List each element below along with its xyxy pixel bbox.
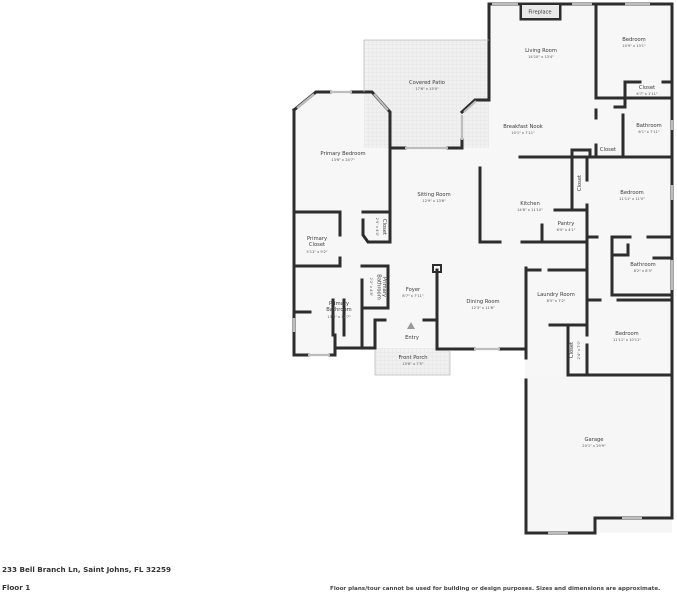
dim-dining-room: 12'3" x 11'6" <box>471 306 495 310</box>
label-breakfast-nook: Breakfast Nook <box>503 124 543 130</box>
room-labels: Fireplace Living Room 14'10" x 13'4" Bed… <box>306 10 661 449</box>
windows <box>292 2 674 535</box>
label-bathroom-e: Bathroom <box>630 262 655 268</box>
dim-foyer: 8'7" x 7'11" <box>402 294 423 298</box>
label-closet-kitchen: Closet <box>577 175 583 191</box>
dim-laundry-room: 8'5" x 7'2" <box>547 299 566 303</box>
property-address: 233 Bell Branch Ln, Saint Johns, FL 3225… <box>2 565 171 574</box>
label-front-porch: Front Porch <box>398 355 427 361</box>
label-bedroom-ne: Bedroom <box>622 37 645 43</box>
dim-bedroom-se: 11'11" x 10'11" <box>613 338 641 342</box>
dim-covered-patio: 17'6" x 15'0" <box>415 87 439 91</box>
label-dining-room: Dining Room <box>466 299 499 305</box>
dim-bedroom-ne: 10'9" x 13'1" <box>622 44 646 48</box>
label-pantry: Pantry <box>558 221 575 227</box>
dim-front-porch: 10'8" x 7'5" <box>402 362 423 366</box>
label-primary-bedroom: Primary Bedroom <box>320 151 365 157</box>
label-closet-hall: Closet <box>600 147 616 153</box>
label-foyer: Foyer <box>406 287 421 293</box>
dim-garage: 20'1" x 29'9" <box>582 444 606 448</box>
entry-arrow-icon <box>407 322 415 329</box>
label-closet-primary: Closet <box>381 219 387 235</box>
label-garage: Garage <box>585 437 604 443</box>
dim-sitting-room: 12'9" x 13'6" <box>422 199 446 203</box>
dim-closet-se: 2'4" x 7'0" <box>577 340 581 359</box>
dim-bathroom-e: 8'2" x 8'3" <box>634 269 653 273</box>
floor-label: Floor 1 <box>2 583 31 592</box>
dim-primary-bathroom: 13'8" x 12'7" <box>327 315 351 319</box>
dim-closet-primary: 2'9" x 4'0" <box>375 218 379 237</box>
label-closet-se: Closet <box>569 342 575 358</box>
label-fireplace: Fireplace <box>528 10 551 16</box>
label-sitting-room: Sitting Room <box>417 192 450 198</box>
label-bedroom-se: Bedroom <box>615 331 638 337</box>
label-kitchen: Kitchen <box>520 201 540 207</box>
label-entry: Entry <box>405 335 419 341</box>
dim-bedroom-e: 11'11" x 11'0" <box>619 197 645 201</box>
dim-primary-bathroom-small: 2'2" x 4'8" <box>369 278 373 297</box>
dim-kitchen: 14'8" x 11'10" <box>517 208 543 212</box>
dim-breakfast-nook: 10'1" x 7'11" <box>511 131 535 135</box>
walls <box>291 2 674 535</box>
label-bedroom-e: Bedroom <box>620 190 643 196</box>
fireplace-block <box>522 5 559 18</box>
dim-closet-ne: 6'7" x 1'11" <box>636 92 657 96</box>
dim-primary-bedroom: 13'6" x 24'7" <box>331 158 355 162</box>
dim-pantry: 6'0" x 4'1" <box>557 228 576 232</box>
label-bathroom-ne: Bathroom <box>636 123 661 129</box>
label-living-room: Living Room <box>525 48 557 54</box>
dim-bathroom-ne: 6'1" x 7'11" <box>638 130 659 134</box>
dim-primary-closet: 5'11" x 9'2" <box>306 250 327 254</box>
floor-fills <box>294 4 672 533</box>
dim-living-room: 14'10" x 13'4" <box>528 55 554 59</box>
floor-plan: Fireplace Living Room 14'10" x 13'4" Bed… <box>291 2 674 535</box>
label-primary-bathroom-small: PrimaryBathroom <box>376 274 388 299</box>
label-laundry-room: Laundry Room <box>537 292 575 298</box>
label-covered-patio: Covered Patio <box>409 80 445 86</box>
disclaimer-text: Floor plans/tour cannot be used for buil… <box>330 586 661 592</box>
outdoor-outlines <box>363 39 489 376</box>
label-closet-ne: Closet <box>639 85 655 91</box>
